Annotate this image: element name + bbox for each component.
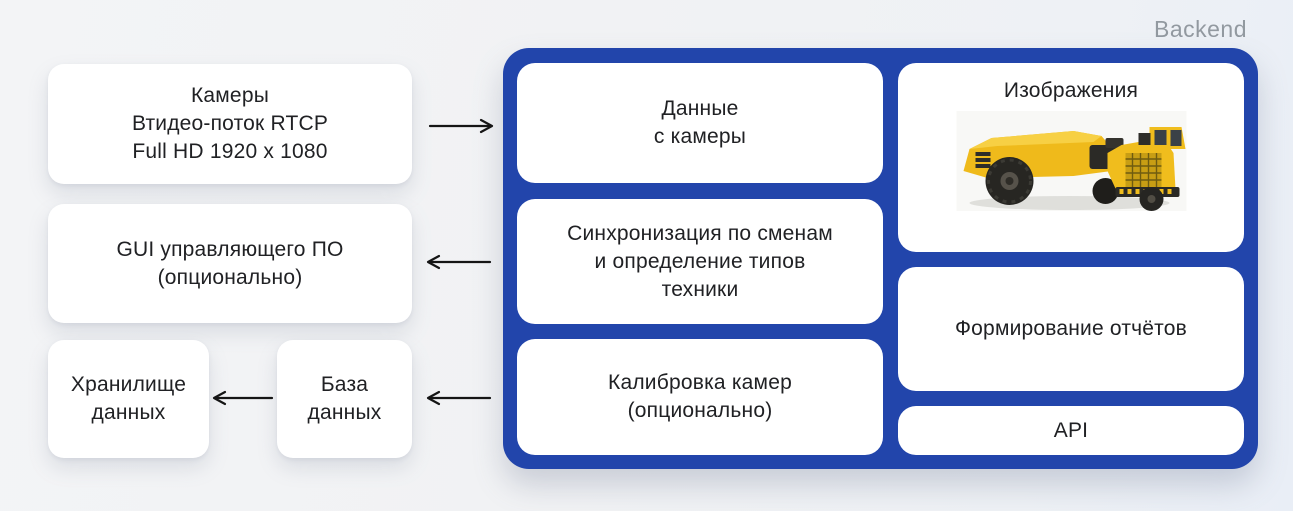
- node-cameras-line-3: Full HD 1920 x 1080: [132, 140, 328, 163]
- node-api: API: [898, 406, 1244, 455]
- node-sync: Синхронизация по сменам и определение ти…: [517, 199, 883, 324]
- node-sync-line-3: техники: [661, 277, 739, 301]
- node-storage: Хранилище данных: [48, 340, 209, 458]
- node-gui-line-1: GUI управляющего ПО: [116, 237, 344, 261]
- node-calibration-line-2: (опционально): [627, 399, 773, 422]
- node-reports: Формирование отчётов: [898, 267, 1244, 391]
- backend-panel: Данные с камеры Синхронизация по сменам …: [503, 48, 1258, 469]
- node-gui-line-2: (опционально): [157, 265, 303, 289]
- node-database-line-1: База: [320, 373, 369, 396]
- arrow-backend-to-gui: [426, 254, 492, 270]
- node-camera-data-line-2: с камеры: [653, 125, 747, 148]
- node-api-line-1: API: [1053, 418, 1089, 442]
- arrow-database-to-storage: [212, 390, 274, 406]
- node-calibration: Калибровка камер (опционально): [517, 339, 883, 455]
- node-camera-data-line-1: Данные: [661, 97, 739, 120]
- node-cameras: Камеры Втидео-поток RTCP Full HD 1920 x …: [48, 64, 412, 184]
- node-sync-line-2: и определение типов: [594, 249, 806, 273]
- arrow-backend-to-database: [426, 390, 492, 406]
- node-storage-line-1: Хранилище: [70, 373, 187, 396]
- node-storage-line-2: данных: [91, 401, 166, 424]
- node-gui: GUI управляющего ПО (опционально): [48, 204, 412, 323]
- node-cameras-line-1: Камеры: [190, 84, 269, 107]
- arrow-cameras-to-backend: [428, 118, 494, 134]
- backend-label: Backend: [1153, 16, 1247, 42]
- node-reports-line-1: Формирование отчётов: [955, 317, 1187, 340]
- node-sync-line-1: Синхронизация по сменам: [567, 221, 833, 245]
- mining-truck-image: [955, 109, 1188, 221]
- node-database-line-2: данных: [307, 401, 382, 424]
- node-database: База данных: [277, 340, 412, 458]
- node-images-title: Изображения: [1003, 79, 1139, 102]
- node-cameras-line-2: Втидео-поток RTCP: [131, 112, 329, 135]
- node-camera-data: Данные с камеры: [517, 63, 883, 183]
- node-images: Изображения: [898, 63, 1244, 252]
- node-calibration-line-1: Калибровка камер: [608, 371, 792, 394]
